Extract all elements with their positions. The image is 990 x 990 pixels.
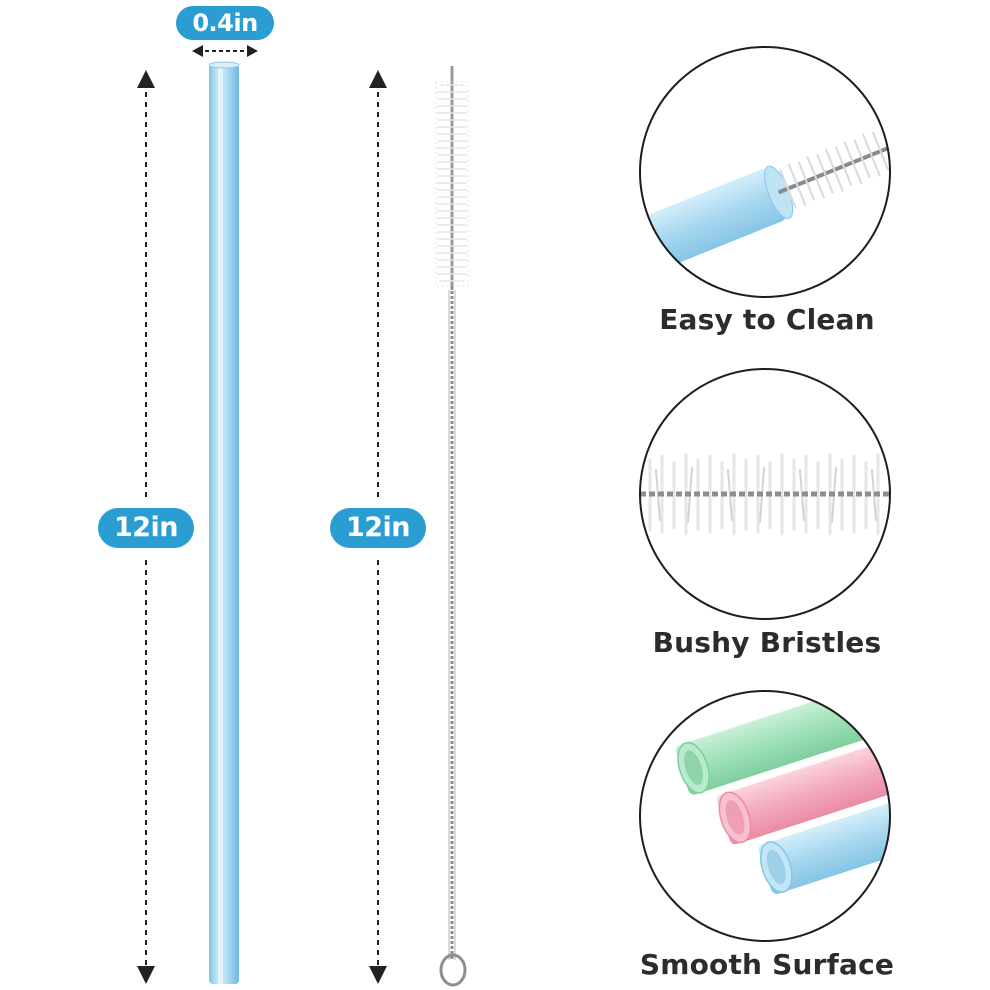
straw-length-arrow — [137, 70, 155, 984]
bushy-bristles-closeup — [639, 368, 891, 620]
brush-length-label: 12in — [330, 508, 426, 548]
brush-length-arrow — [369, 70, 387, 984]
easy-to-clean-closeup — [639, 46, 891, 298]
straw-length-label: 12in — [98, 508, 194, 548]
feature-caption-bushy-bristles: Bushy Bristles — [652, 626, 882, 659]
smooth-surface-closeup — [639, 690, 891, 942]
straw — [208, 61, 240, 984]
feature-caption-easy-to-clean: Easy to Clean — [659, 303, 875, 336]
width-dimension-arrow — [192, 45, 258, 57]
cleaning-brush — [435, 66, 469, 987]
width-label: 0.4in — [176, 6, 274, 40]
feature-caption-smooth-surface: Smooth Surface — [639, 948, 895, 981]
